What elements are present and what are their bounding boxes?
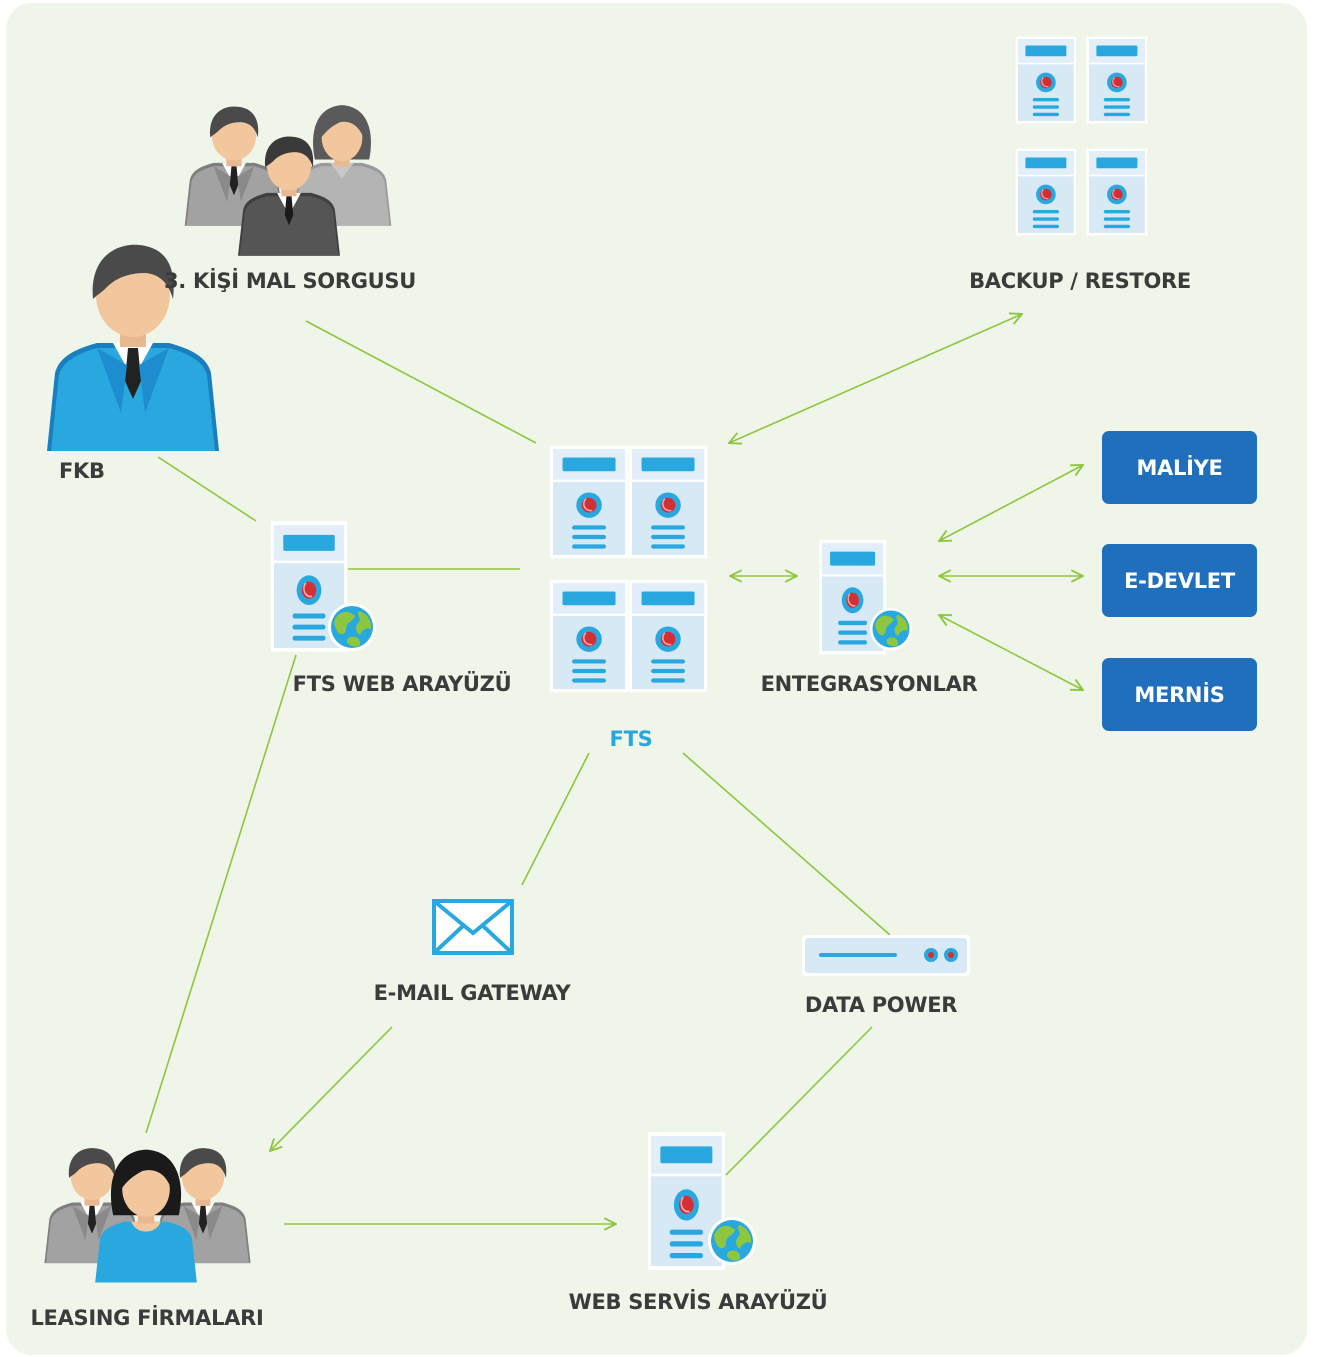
connector-lines [145, 314, 1083, 1224]
line-fts-backup [729, 314, 1022, 443]
network-appliance-icon [802, 935, 970, 976]
mernis-box: MERNİS [1102, 658, 1257, 731]
line-email-leasing [270, 1026, 393, 1151]
integrations-label: ENTEGRASYONLAR [760, 672, 978, 696]
line-thirdparty-fts [305, 320, 537, 444]
line-fts-email [521, 752, 590, 886]
fkb-label: FKB [59, 459, 105, 483]
diagram-canvas: 3. KİŞİ MAL SORGUSU FKB BACKUP / RESTORE… [6, 3, 1307, 1355]
third-party-label: 3. KİŞİ MAL SORGUSU [164, 269, 416, 293]
integrations-server-icon [818, 538, 913, 656]
web-service-label: WEB SERVİS ARAYÜZÜ [568, 1290, 828, 1314]
data-power-label: DATA POWER [804, 993, 958, 1017]
fts-web-label: FTS WEB ARAYÜZÜ [292, 672, 512, 696]
fts-label: FTS [609, 727, 653, 751]
line-fkb-ftsweb [157, 456, 257, 522]
leasing-people-icon [44, 1148, 251, 1283]
line-ftsweb-leasing [145, 654, 297, 1134]
diagram-graphics [44, 35, 1149, 1283]
line-fts-datapower [682, 752, 891, 936]
leasing-label: LEASING FİRMALARI [30, 1306, 264, 1330]
edevlet-box: E-DEVLET [1102, 544, 1257, 617]
email-gateway-label: E-MAIL GATEWAY [373, 981, 571, 1005]
envelope-icon [432, 899, 514, 955]
backup-servers-icon [1014, 35, 1149, 237]
line-integrations-maliye [939, 465, 1083, 541]
web-service-server-icon [646, 1130, 756, 1272]
line-integrations-mernis [939, 615, 1083, 690]
backup-label: BACKUP / RESTORE [969, 269, 1191, 293]
fts-web-server-icon [269, 520, 376, 653]
third-party-people-icon [184, 105, 392, 256]
fts-servers-icon [548, 444, 709, 694]
line-datapower-webservice [725, 1026, 873, 1176]
maliye-box: MALİYE [1102, 431, 1257, 504]
